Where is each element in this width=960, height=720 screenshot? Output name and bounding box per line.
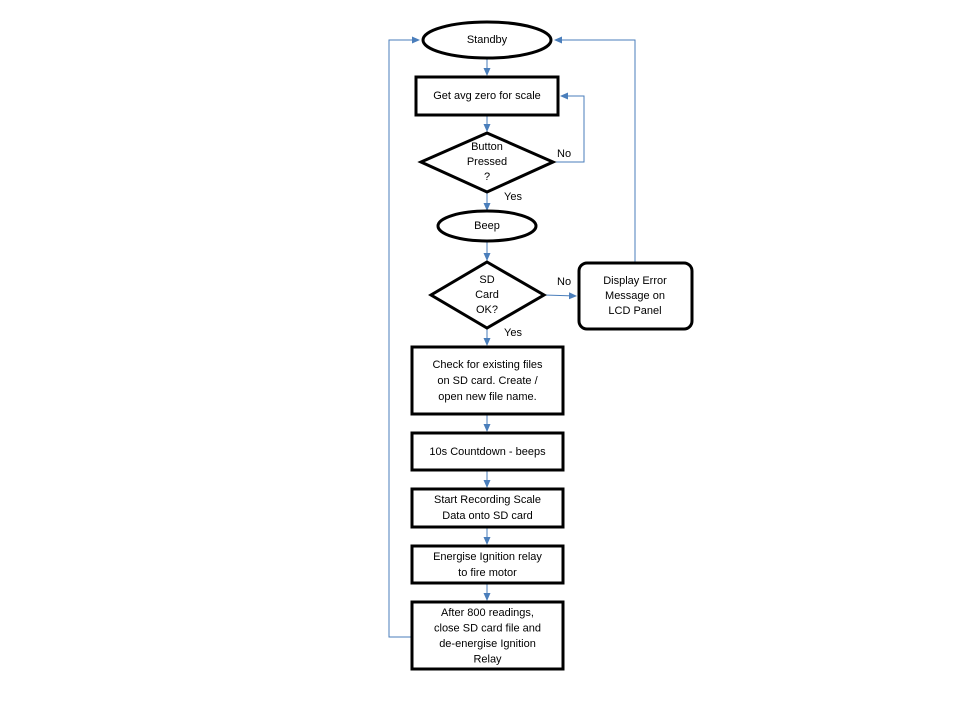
check-files-process-shape [410, 345, 565, 416]
energise-relay-label: Energise Ignition relay to fire motor [433, 551, 542, 579]
connector-display-error-to-standby [554, 36, 636, 262]
after-readings-process-shape [410, 600, 565, 671]
button-yes-label: Yes [504, 191, 522, 203]
get-avg-zero-process-shape [414, 75, 560, 117]
countdown-label: 10s Countdown - beeps [429, 446, 546, 458]
countdown-process-shape [410, 431, 565, 472]
beep-label: Beep [474, 220, 500, 232]
sd-card-ok-decision-shape [428, 260, 547, 330]
node-text-line: close SD card file and [434, 622, 541, 634]
node-text-line: 10s Countdown - beeps [429, 446, 546, 458]
button-no-label: No [557, 148, 571, 160]
connectors [388, 36, 636, 638]
node-text-line: LCD Panel [608, 305, 661, 317]
node-text-line: Standby [467, 34, 508, 46]
node-text-line: Display Error [603, 275, 667, 287]
sd-yes-label: Yes [504, 327, 522, 339]
start-recording-process-shape [410, 487, 565, 529]
node-standby: Standby [421, 20, 553, 60]
node-after-readings: After 800 readings, close SD card file an… [410, 600, 565, 671]
node-text-line: de-energise Ignition [439, 638, 536, 650]
node-check-files: Check for existing files on SD card. Crea… [410, 345, 565, 416]
get-avg-zero-label: Get avg zero for scale [433, 90, 541, 102]
node-text-line: Beep [474, 220, 500, 232]
sd-no-label: No [557, 276, 571, 288]
display-error-rounded-shape [577, 261, 694, 331]
node-beep: Beep [436, 209, 538, 243]
node-text-line: Data onto SD card [442, 510, 533, 522]
beep-terminator-shape [436, 209, 538, 243]
node-text-line: Card [475, 289, 499, 301]
node-text-line: Get avg zero for scale [433, 90, 541, 102]
node-text-line: Message on [605, 290, 665, 302]
node-text-line: Check for existing files [432, 359, 543, 371]
node-text-line: open new file name. [438, 391, 536, 403]
connector-button-no-loop [553, 92, 585, 163]
node-text-line: to fire motor [458, 567, 517, 579]
node-text-line: After 800 readings, [441, 607, 534, 619]
node-text-line: SD [479, 274, 494, 286]
node-get-avg-zero: Get avg zero for scale [414, 75, 560, 117]
node-countdown: 10s Countdown - beeps [410, 431, 565, 472]
node-text-line: Pressed [467, 156, 507, 168]
connector-after-readings-loop-to-standby [388, 36, 420, 638]
node-energise-relay: Energise Ignition relay to fire motor [410, 544, 565, 585]
energise-relay-process-shape [410, 544, 565, 585]
node-text-line: Relay [473, 653, 502, 665]
check-files-label: Check for existing files on SD card. Crea… [432, 359, 543, 403]
after-readings-label: After 800 readings, close SD card file an… [434, 607, 541, 666]
connector-sd-no-to-display-error [543, 292, 577, 300]
standby-terminator-shape [421, 20, 553, 60]
standby-label: Standby [467, 34, 508, 46]
node-text-line: ? [484, 171, 490, 183]
node-text-line: Button [471, 141, 503, 153]
node-text-line: Start Recording Scale [434, 494, 541, 506]
node-text-line: OK? [476, 304, 498, 316]
button-pressed-decision-shape [417, 131, 557, 194]
node-text-line: Energise Ignition relay [433, 551, 542, 563]
node-text-line: on SD card. Create / [437, 375, 538, 387]
